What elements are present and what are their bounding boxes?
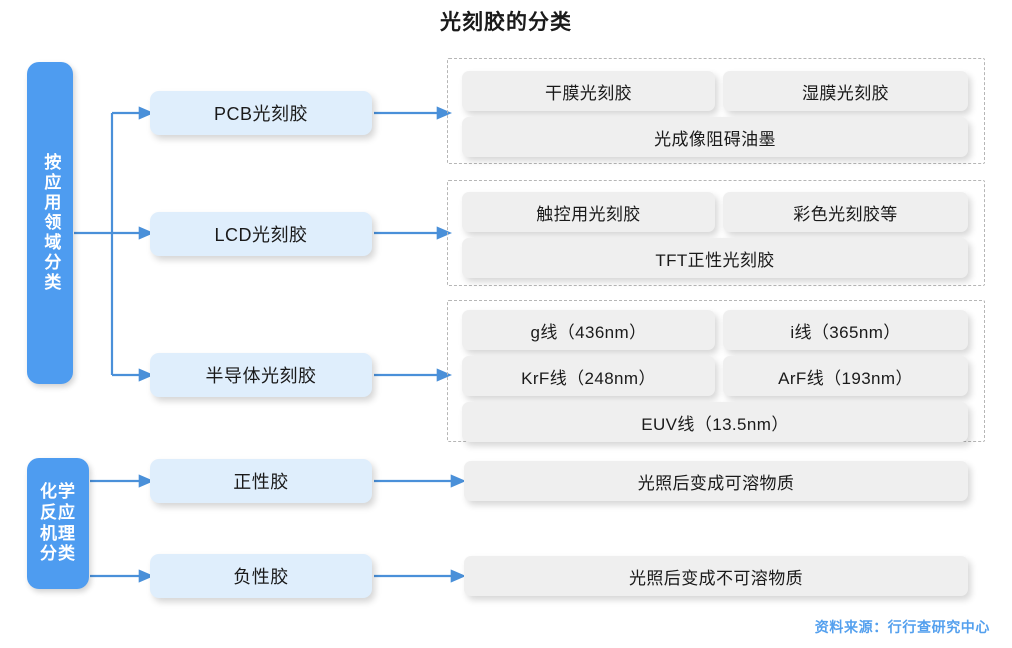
- leaf-box[interactable]: g线（436nm）: [462, 310, 715, 350]
- category-box-application[interactable]: 按应用领域分类: [27, 62, 73, 384]
- leaf-box[interactable]: i线（365nm）: [723, 310, 968, 350]
- category-box-chemical[interactable]: 化学反应机理分类: [27, 458, 89, 589]
- branch-box-negative[interactable]: 负性胶: [150, 554, 372, 598]
- leaf-box[interactable]: EUV线（13.5nm）: [462, 402, 968, 442]
- category-label-chemical: 化学反应机理分类: [40, 482, 76, 564]
- branch-label-negative: 负性胶: [233, 567, 289, 587]
- branch-box-pcb[interactable]: PCB光刻胶: [150, 91, 372, 135]
- leaf-label: g线（436nm）: [530, 322, 647, 342]
- leaf-box[interactable]: TFT正性光刻胶: [462, 238, 968, 278]
- leaf-label: TFT正性光刻胶: [655, 250, 775, 270]
- leaf-label: 光照后变成不可溶物质: [629, 568, 803, 588]
- branch-box-semiconductor[interactable]: 半导体光刻胶: [150, 353, 372, 397]
- leaf-box[interactable]: 干膜光刻胶: [462, 71, 715, 111]
- leaf-box[interactable]: 彩色光刻胶等: [723, 192, 968, 232]
- leaf-box[interactable]: 触控用光刻胶: [462, 192, 715, 232]
- leaf-label: 光照后变成可溶物质: [637, 473, 795, 493]
- leaf-label: EUV线（13.5nm）: [641, 414, 789, 434]
- leaf-box[interactable]: ArF线（193nm）: [723, 356, 968, 396]
- branch-label-positive: 正性胶: [233, 472, 289, 492]
- leaf-label: KrF线（248nm）: [521, 368, 656, 388]
- source-note: 资料来源：行行查研究中心: [814, 619, 990, 635]
- branch-box-positive[interactable]: 正性胶: [150, 459, 372, 503]
- leaf-label: ArF线（193nm）: [778, 368, 913, 388]
- leaf-box[interactable]: 光照后变成可溶物质: [464, 461, 968, 501]
- group-frame-lcd: [447, 180, 985, 286]
- group-frame-pcb: [447, 58, 985, 164]
- leaf-box[interactable]: 光照后变成不可溶物质: [464, 556, 968, 596]
- leaf-box[interactable]: 光成像阻碍油墨: [462, 117, 968, 157]
- leaf-label: 干膜光刻胶: [545, 83, 632, 103]
- leaf-label: 触控用光刻胶: [536, 204, 641, 224]
- category-label-application: 按应用领域分类: [41, 153, 61, 293]
- leaf-label: 湿膜光刻胶: [802, 83, 889, 103]
- leaf-label: i线（365nm）: [790, 322, 901, 342]
- leaf-box[interactable]: 湿膜光刻胶: [723, 71, 968, 111]
- branch-label-pcb: PCB光刻胶: [213, 104, 308, 124]
- branch-box-lcd[interactable]: LCD光刻胶: [150, 212, 372, 256]
- branch-label-lcd: LCD光刻胶: [214, 225, 308, 245]
- leaf-label: 彩色光刻胶等: [793, 204, 898, 224]
- leaf-label: 光成像阻碍油墨: [654, 129, 776, 149]
- page-title: 光刻胶的分类: [440, 11, 572, 34]
- branch-label-semiconductor: 半导体光刻胶: [205, 366, 317, 386]
- leaf-box[interactable]: KrF线（248nm）: [462, 356, 715, 396]
